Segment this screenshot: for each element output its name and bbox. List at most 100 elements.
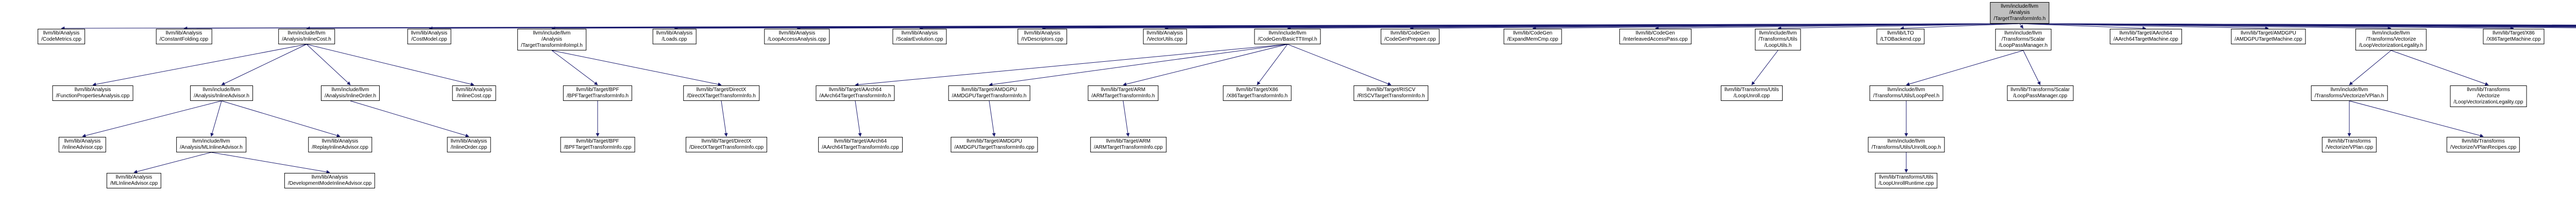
graph-node[interactable]: llvm/lib/Target/BPF/BPFTargetTransformIn… <box>560 137 635 152</box>
graph-node-label-line: llvm/lib/Transforms <box>2328 138 2371 144</box>
graph-node[interactable]: llvm/lib/LTO/LTOBackend.cpp <box>1876 29 1925 44</box>
graph-node[interactable]: llvm/lib/Analysis/ReplayInlineAdvisor.cp… <box>308 137 372 152</box>
graph-node[interactable]: llvm/lib/Target/AArch64/AArch64TargetMac… <box>2110 29 2182 44</box>
graph-node[interactable]: llvm/lib/Analysis/VectorUtils.cpp <box>1143 29 1187 44</box>
graph-node[interactable]: llvm/include/llvm/Transforms/Scalar/Loop… <box>1995 29 2052 50</box>
graph-edge <box>1287 23 2020 30</box>
graph-node-label-line: llvm/lib/Target/AMDGPU <box>2241 30 2296 36</box>
graph-node[interactable]: llvm/lib/Analysis/IVDescriptors.cpp <box>1018 29 1067 44</box>
graph-node[interactable]: llvm/lib/CodeGen/InterleavedAccessPass.c… <box>1619 29 1691 44</box>
graph-node-label-line: /DirectXTargetTransformInfo.cpp <box>689 145 764 150</box>
graph-node-label-line: llvm/include/llvm <box>2001 4 2039 9</box>
graph-node-label-line: llvm/lib/Target/DirectX <box>696 87 747 93</box>
graph-node-label-line: llvm/lib/CodeGen <box>1513 30 1553 36</box>
graph-node[interactable]: llvm/include/llvm/Transforms/Vectorize/L… <box>2355 29 2427 50</box>
graph-node-label-line: /X86TargetTransformInfo.h <box>1226 93 1288 99</box>
graph-node[interactable]: llvm/lib/Target/ARM/ARMTargetTransformIn… <box>1090 137 1166 152</box>
graph-node-label-line: llvm/lib/Target/AArch64 <box>834 138 887 144</box>
graph-node-label-line: llvm/lib/Transforms/Utils <box>1879 174 1934 180</box>
graph-node[interactable]: llvm/lib/Transforms/Vectorize/VPlan.cpp <box>2321 137 2377 152</box>
graph-node-label-line: /Analysis <box>2009 10 2030 15</box>
graph-node-label-line: llvm/include/llvm <box>2330 87 2368 93</box>
graph-node[interactable]: llvm/lib/Analysis/InlineAdvisor.cpp <box>58 137 107 152</box>
graph-edge <box>551 50 598 85</box>
graph-edge <box>210 100 222 137</box>
graph-node[interactable]: llvm/lib/Target/DirectX/DirectXTargetTra… <box>683 85 759 101</box>
graph-node-label-line: /LoopPassManager.cpp <box>2013 93 2067 99</box>
graph-node[interactable]: llvm/lib/Target/DirectX/DirectXTargetTra… <box>685 137 768 152</box>
graph-node[interactable]: llvm/lib/Target/AMDGPU/AMDGPUTargetMachi… <box>2231 29 2306 44</box>
graph-node[interactable]: llvm/lib/CodeGen/CodeGenPrepare.cpp <box>1380 29 1440 44</box>
graph-node[interactable]: llvm/include/llvm/CodeGen/BasicTTIImpl.h <box>1254 29 1321 44</box>
graph-node-label-line: llvm/lib/Target/X86 <box>1236 87 1278 93</box>
graph-node[interactable]: llvm/lib/Transforms/Utils/LoopUnrollRunt… <box>1875 173 1938 188</box>
graph-edge <box>211 152 330 174</box>
graph-node-label-line: llvm/lib/Analysis <box>1146 30 1183 36</box>
graph-node[interactable]: llvm/lib/Analysis/ScalarEvolution.cpp <box>892 29 947 44</box>
graph-node[interactable]: llvm/lib/Transforms/Utils/LoopUnroll.cpp <box>1721 85 1783 101</box>
graph-node[interactable]: llvm/include/llvm/Analysis/InlineOrder.h <box>320 85 380 101</box>
graph-node[interactable]: llvm/include/llvm/Transforms/Utils/LoopU… <box>1755 29 1801 50</box>
graph-node-label-line: llvm/lib/Target/RISCV <box>1366 87 1416 93</box>
graph-node-label-line: /CodeGenPrepare.cpp <box>1384 37 1436 42</box>
graph-node-label-line: llvm/lib/Analysis <box>1024 30 1061 36</box>
graph-node-label-line: /IVDescriptors.cpp <box>1021 37 1063 42</box>
graph-node-label-line: llvm/lib/Target/AArch64 <box>828 87 882 93</box>
graph-edge <box>796 23 2020 30</box>
graph-node[interactable]: llvm/include/llvm/Transforms/Vectorize/V… <box>2311 85 2388 101</box>
graph-node-label-line: llvm/include/llvm <box>202 87 241 93</box>
graph-node[interactable]: llvm/lib/Analysis/MLInlineAdvisor.cpp <box>106 173 162 188</box>
graph-node[interactable]: llvm/lib/Target/BPF/BPFTargetTransformIn… <box>563 85 633 101</box>
graph-node-label-line: /RISCVTargetTransformInfo.h <box>1357 93 1425 99</box>
graph-node[interactable]: llvm/lib/Transforms/Vectorize/VPlanRecip… <box>2446 137 2520 152</box>
graph-node[interactable]: llvm/lib/CodeGen/ExpandMemCmp.cpp <box>1503 29 1562 44</box>
graph-node[interactable]: llvm/lib/Target/ARM/ARMTargetTransformIn… <box>1088 85 1159 101</box>
graph-node-label-line: llvm/lib/Analysis <box>411 30 448 36</box>
graph-node[interactable]: llvm/lib/Analysis/Loads.cpp <box>652 29 697 44</box>
graph-node[interactable]: llvm/include/llvm/Transforms/Utils/Unrol… <box>1868 137 1945 152</box>
graph-node-label-line: /AArch64TargetMachine.cpp <box>2113 37 2178 42</box>
graph-node[interactable]: llvm/lib/Analysis/InlineOrder.cpp <box>447 137 491 152</box>
graph-node[interactable]: llvm/lib/Analysis/CostModel.cpp <box>407 29 451 44</box>
graph-node[interactable]: llvm/lib/Target/AMDGPU/AMDGPUTargetTrans… <box>948 85 1030 101</box>
graph-node-label-line: /ScalarEvolution.cpp <box>896 37 943 42</box>
graph-node[interactable]: llvm/lib/Analysis/DevelopmentModeInlineA… <box>284 173 376 188</box>
graph-node-label-line: /LoopUnroll.cpp <box>1733 93 1770 99</box>
graph-node[interactable]: llvm/lib/Analysis/CodeMetrics.cpp <box>38 29 85 44</box>
graph-node[interactable]: llvm/lib/Analysis/InlineCost.cpp <box>452 85 496 101</box>
graph-node-label-line: llvm/lib/Target/BPF <box>576 87 619 93</box>
graph-node[interactable]: llvm/include/llvm/Analysis/InlineCost.h <box>278 29 335 44</box>
graph-node[interactable]: llvm/include/llvm/Analysis/TargetTransfo… <box>517 29 586 50</box>
graph-node-label-line: llvm/lib/CodeGen <box>1635 30 1675 36</box>
graph-root-node[interactable]: llvm/include/llvm/Analysis/TargetTransfo… <box>1990 2 2049 24</box>
graph-node[interactable]: llvm/lib/Target/X86/X86TargetTransformIn… <box>1223 85 1292 101</box>
graph-node-label-line: llvm/lib/Target/X86 <box>2493 30 2535 36</box>
graph-edge <box>2019 23 2576 26</box>
graph-node[interactable]: llvm/include/llvm/Transforms/Utils/LoopP… <box>1869 85 1943 101</box>
graph-node-label-line: /ARMTargetTransformInfo.h <box>1091 93 1155 99</box>
graph-edge <box>2019 23 2576 27</box>
graph-node-label-line: llvm/lib/Target/AMDGPU <box>967 138 1022 144</box>
graph-node[interactable]: llvm/include/llvm/Analysis/InlineAdvisor… <box>190 85 253 101</box>
graph-node-label-line: /Vectorize/VPlan.cpp <box>2325 145 2374 150</box>
graph-edge <box>855 44 1288 86</box>
graph-node[interactable]: llvm/include/llvm/Analysis/MLInlineAdvis… <box>176 137 246 152</box>
graph-node[interactable]: llvm/lib/Target/AArch64/AArch64TargetTra… <box>816 85 895 101</box>
graph-node[interactable]: llvm/lib/Target/AMDGPU/AMDGPUTargetTrans… <box>951 137 1038 152</box>
graph-node[interactable]: llvm/lib/Transforms/Vectorize/LoopVector… <box>2450 85 2527 107</box>
graph-node[interactable]: llvm/lib/Transforms/Scalar/LoopPassManag… <box>2007 85 2074 101</box>
graph-node[interactable]: llvm/lib/Analysis/ConstantFolding.cpp <box>156 29 212 44</box>
graph-edge <box>1257 44 1288 85</box>
graph-node-label-line: /LTOBackend.cpp <box>1880 37 1921 42</box>
graph-node-label-line: /Vectorize/VPlanRecipes.cpp <box>2450 145 2517 150</box>
graph-node[interactable]: llvm/lib/Analysis/FunctionPropertiesAnal… <box>52 85 133 101</box>
graph-node-label-line: /LoopUtils.h <box>1764 43 1792 48</box>
graph-node[interactable]: llvm/lib/Analysis/LoopAccessAnalysis.cpp <box>764 29 830 44</box>
graph-edge <box>2019 23 2576 26</box>
graph-edge <box>989 44 1288 86</box>
graph-node-label-line: llvm/lib/Analysis <box>115 174 152 180</box>
graph-node[interactable]: llvm/lib/Target/AArch64/AArch64TargetTra… <box>818 137 903 152</box>
graph-node-label-line: /AMDGPUTargetTransformInfo.h <box>952 93 1027 99</box>
graph-node[interactable]: llvm/lib/Target/RISCV/RISCVTargetTransfo… <box>1353 85 1429 101</box>
graph-node[interactable]: llvm/lib/Target/X86/X86TargetMachine.cpp <box>2483 29 2545 44</box>
